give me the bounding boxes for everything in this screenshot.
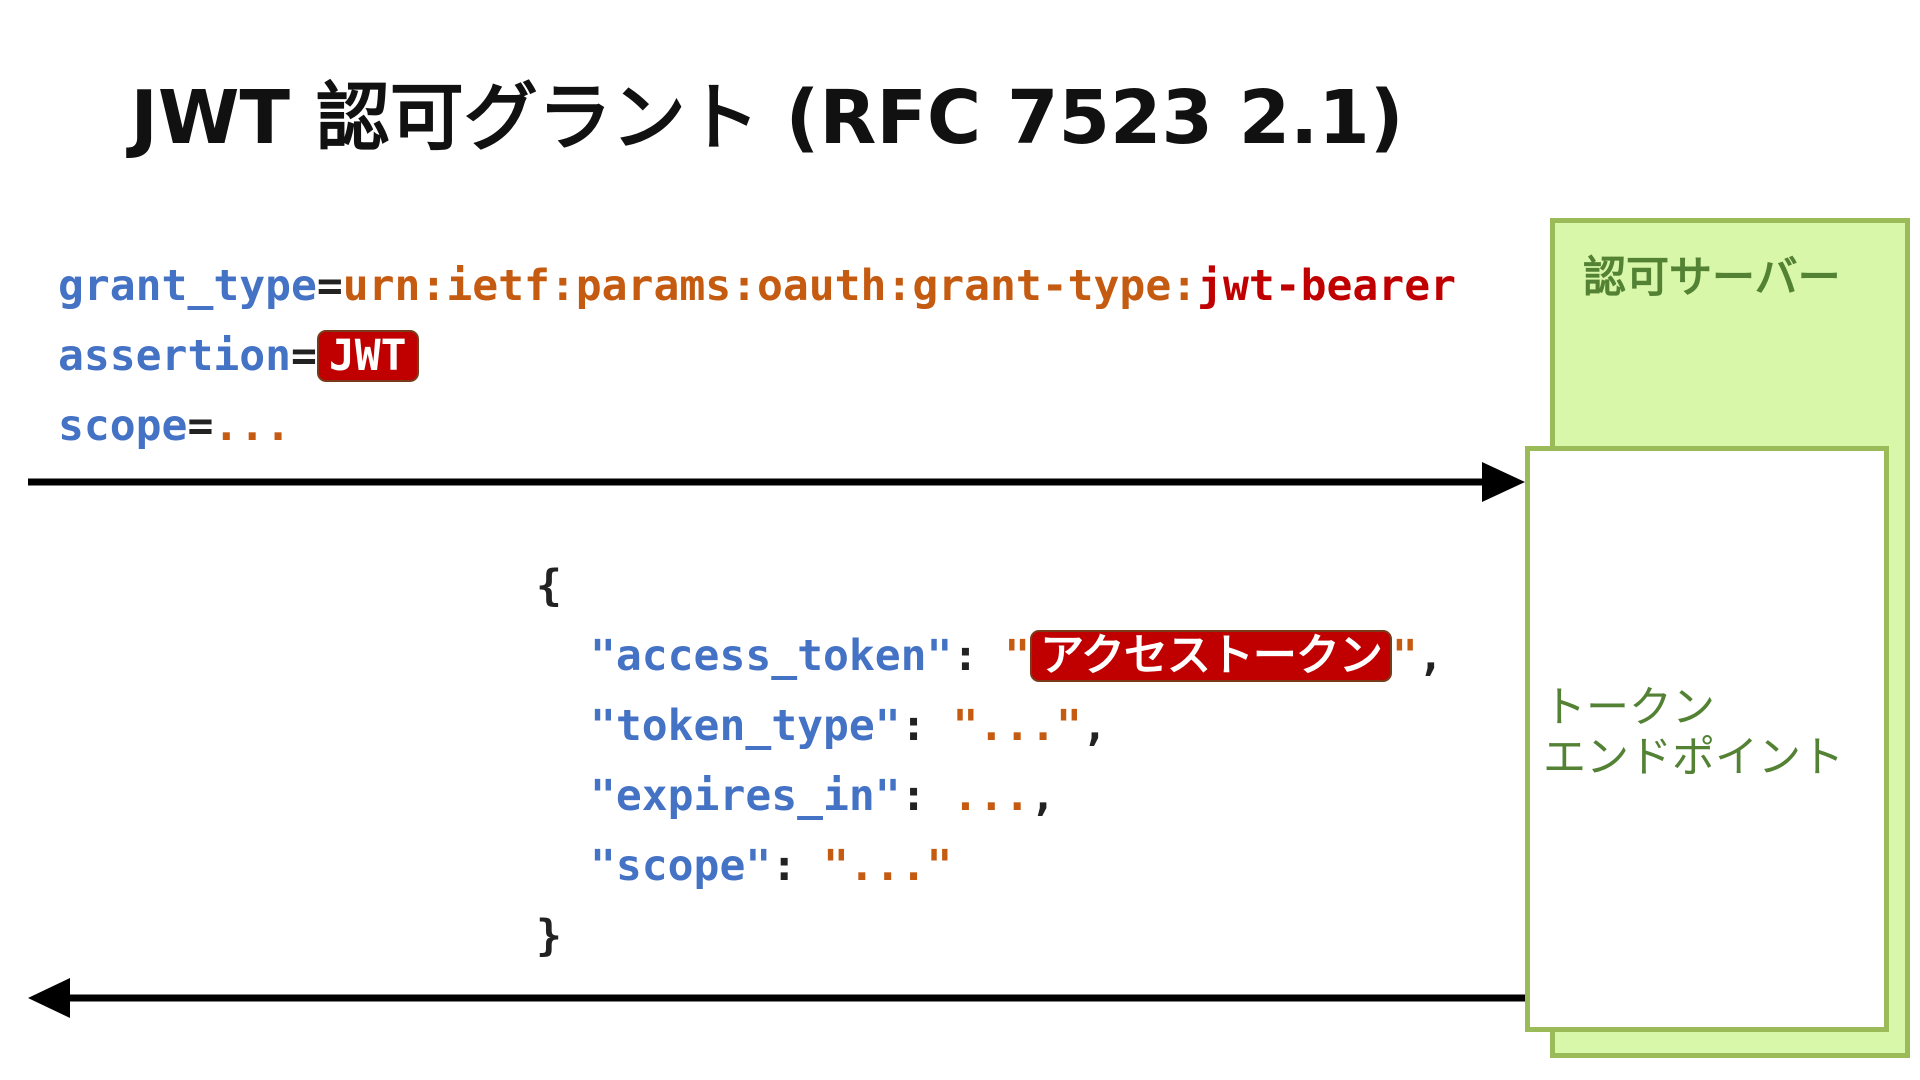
access-token-key: "access_token" — [590, 631, 953, 681]
expires-in-value: ... — [952, 771, 1031, 821]
request-line-assertion: assertion=JWT — [58, 326, 419, 386]
token-type-colon: : — [900, 701, 953, 751]
response-close-brace: } — [536, 911, 562, 961]
token-type-comma: , — [1081, 701, 1108, 751]
request-arrow-head — [1482, 462, 1525, 502]
scope-key: scope — [58, 401, 188, 451]
response-field-access-token: "access_token": "アクセストークン", — [590, 626, 1444, 686]
response-field-token-type: "token_type": "...", — [590, 696, 1108, 756]
request-line-grant-type: grant_type=urn:ietf:params:oauth:grant-t… — [58, 256, 1456, 316]
scope-value: ... — [213, 401, 292, 451]
token-endpoint-label-line2: エンドポイント — [1543, 733, 1844, 783]
grant-type-equals: = — [316, 261, 343, 311]
token-endpoint-box — [1525, 446, 1889, 1032]
token-endpoint-label-line1: トークン — [1543, 683, 1715, 733]
request-line-scope: scope=... — [58, 396, 291, 456]
expires-in-key: "expires_in" — [590, 771, 901, 821]
token-type-key: "token_type" — [590, 701, 901, 751]
expires-in-comma: , — [1030, 771, 1057, 821]
authorization-server-label: 認可サーバー — [1583, 253, 1841, 303]
response-arrow-head — [28, 978, 70, 1018]
diagram-title: JWT 認可グラント (RFC 7523 2.1) — [130, 75, 1404, 161]
token-endpoint-label: トークンエンドポイント — [1543, 683, 1844, 783]
token-type-value: "..." — [952, 701, 1082, 751]
access-token-badge: アクセストークン — [1030, 629, 1392, 682]
access-token-colon: : — [952, 631, 1005, 681]
jwt-badge: JWT — [316, 329, 419, 382]
grant-type-value-suffix: jwt-bearer — [1197, 261, 1456, 311]
response-scope-key: "scope" — [590, 841, 772, 891]
scope-equals: = — [187, 401, 214, 451]
assertion-equals: = — [291, 331, 317, 381]
response-scope-value: "..." — [823, 841, 953, 891]
access-token-quote-close: " — [1391, 631, 1418, 681]
grant-type-value-prefix: urn:ietf:params:oauth:grant-type: — [342, 261, 1198, 311]
assertion-key: assertion — [58, 331, 291, 381]
expires-in-colon: : — [900, 771, 953, 821]
grant-type-key: grant_type — [58, 261, 317, 311]
access-token-quote-open: " — [1004, 631, 1031, 681]
response-field-scope: "scope": "..." — [590, 836, 952, 896]
response-scope-colon: : — [771, 841, 823, 891]
access-token-comma: , — [1417, 631, 1444, 681]
response-field-expires-in: "expires_in": ..., — [590, 766, 1056, 826]
response-open-brace: { — [536, 561, 562, 611]
